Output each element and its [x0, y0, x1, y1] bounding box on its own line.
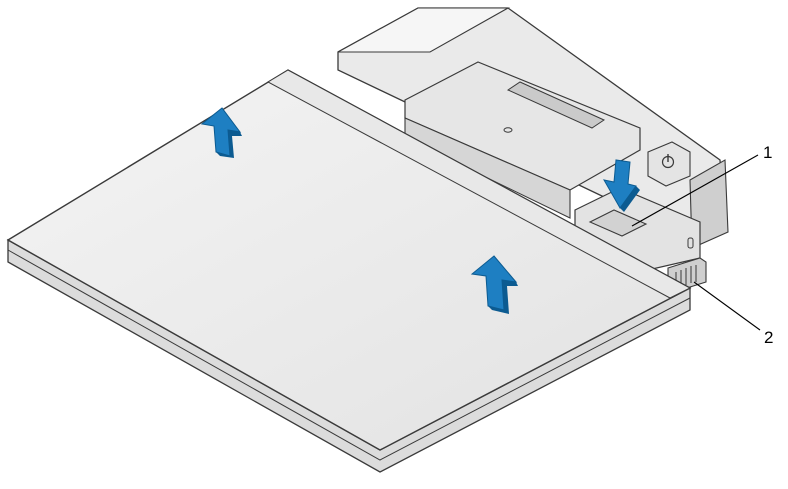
dock-back-top-face	[337, 7, 511, 53]
leader-line-1	[631, 154, 759, 227]
connector-slot	[506, 81, 606, 129]
lever-grip-ridges	[675, 265, 697, 288]
arrow-shadow	[216, 130, 242, 158]
callout-1: 1	[631, 143, 772, 227]
leader-line-2	[693, 281, 761, 331]
power-button[interactable]	[647, 141, 691, 187]
arrow-shadow	[620, 186, 640, 212]
indicator-light-icon	[503, 127, 513, 133]
laptop	[6, 69, 692, 473]
press-arrow-eject	[603, 159, 640, 212]
docking-connector-front	[404, 117, 571, 219]
callout-label-1: 1	[763, 143, 772, 162]
lock-slot-icon	[687, 237, 694, 249]
power-button-housing	[647, 141, 691, 187]
down-arrow-icon	[603, 159, 637, 209]
callout-2: 2	[693, 281, 773, 347]
lift-arrow-right	[470, 255, 518, 314]
laptop-hinge-line	[7, 249, 691, 461]
lift-arrow-left	[200, 107, 242, 158]
callout-label-2: 2	[764, 328, 773, 347]
laptop-back-band	[266, 69, 692, 299]
eject-button[interactable]	[588, 209, 648, 237]
arrow-shadow	[488, 280, 518, 314]
power-button-icon	[661, 154, 675, 169]
